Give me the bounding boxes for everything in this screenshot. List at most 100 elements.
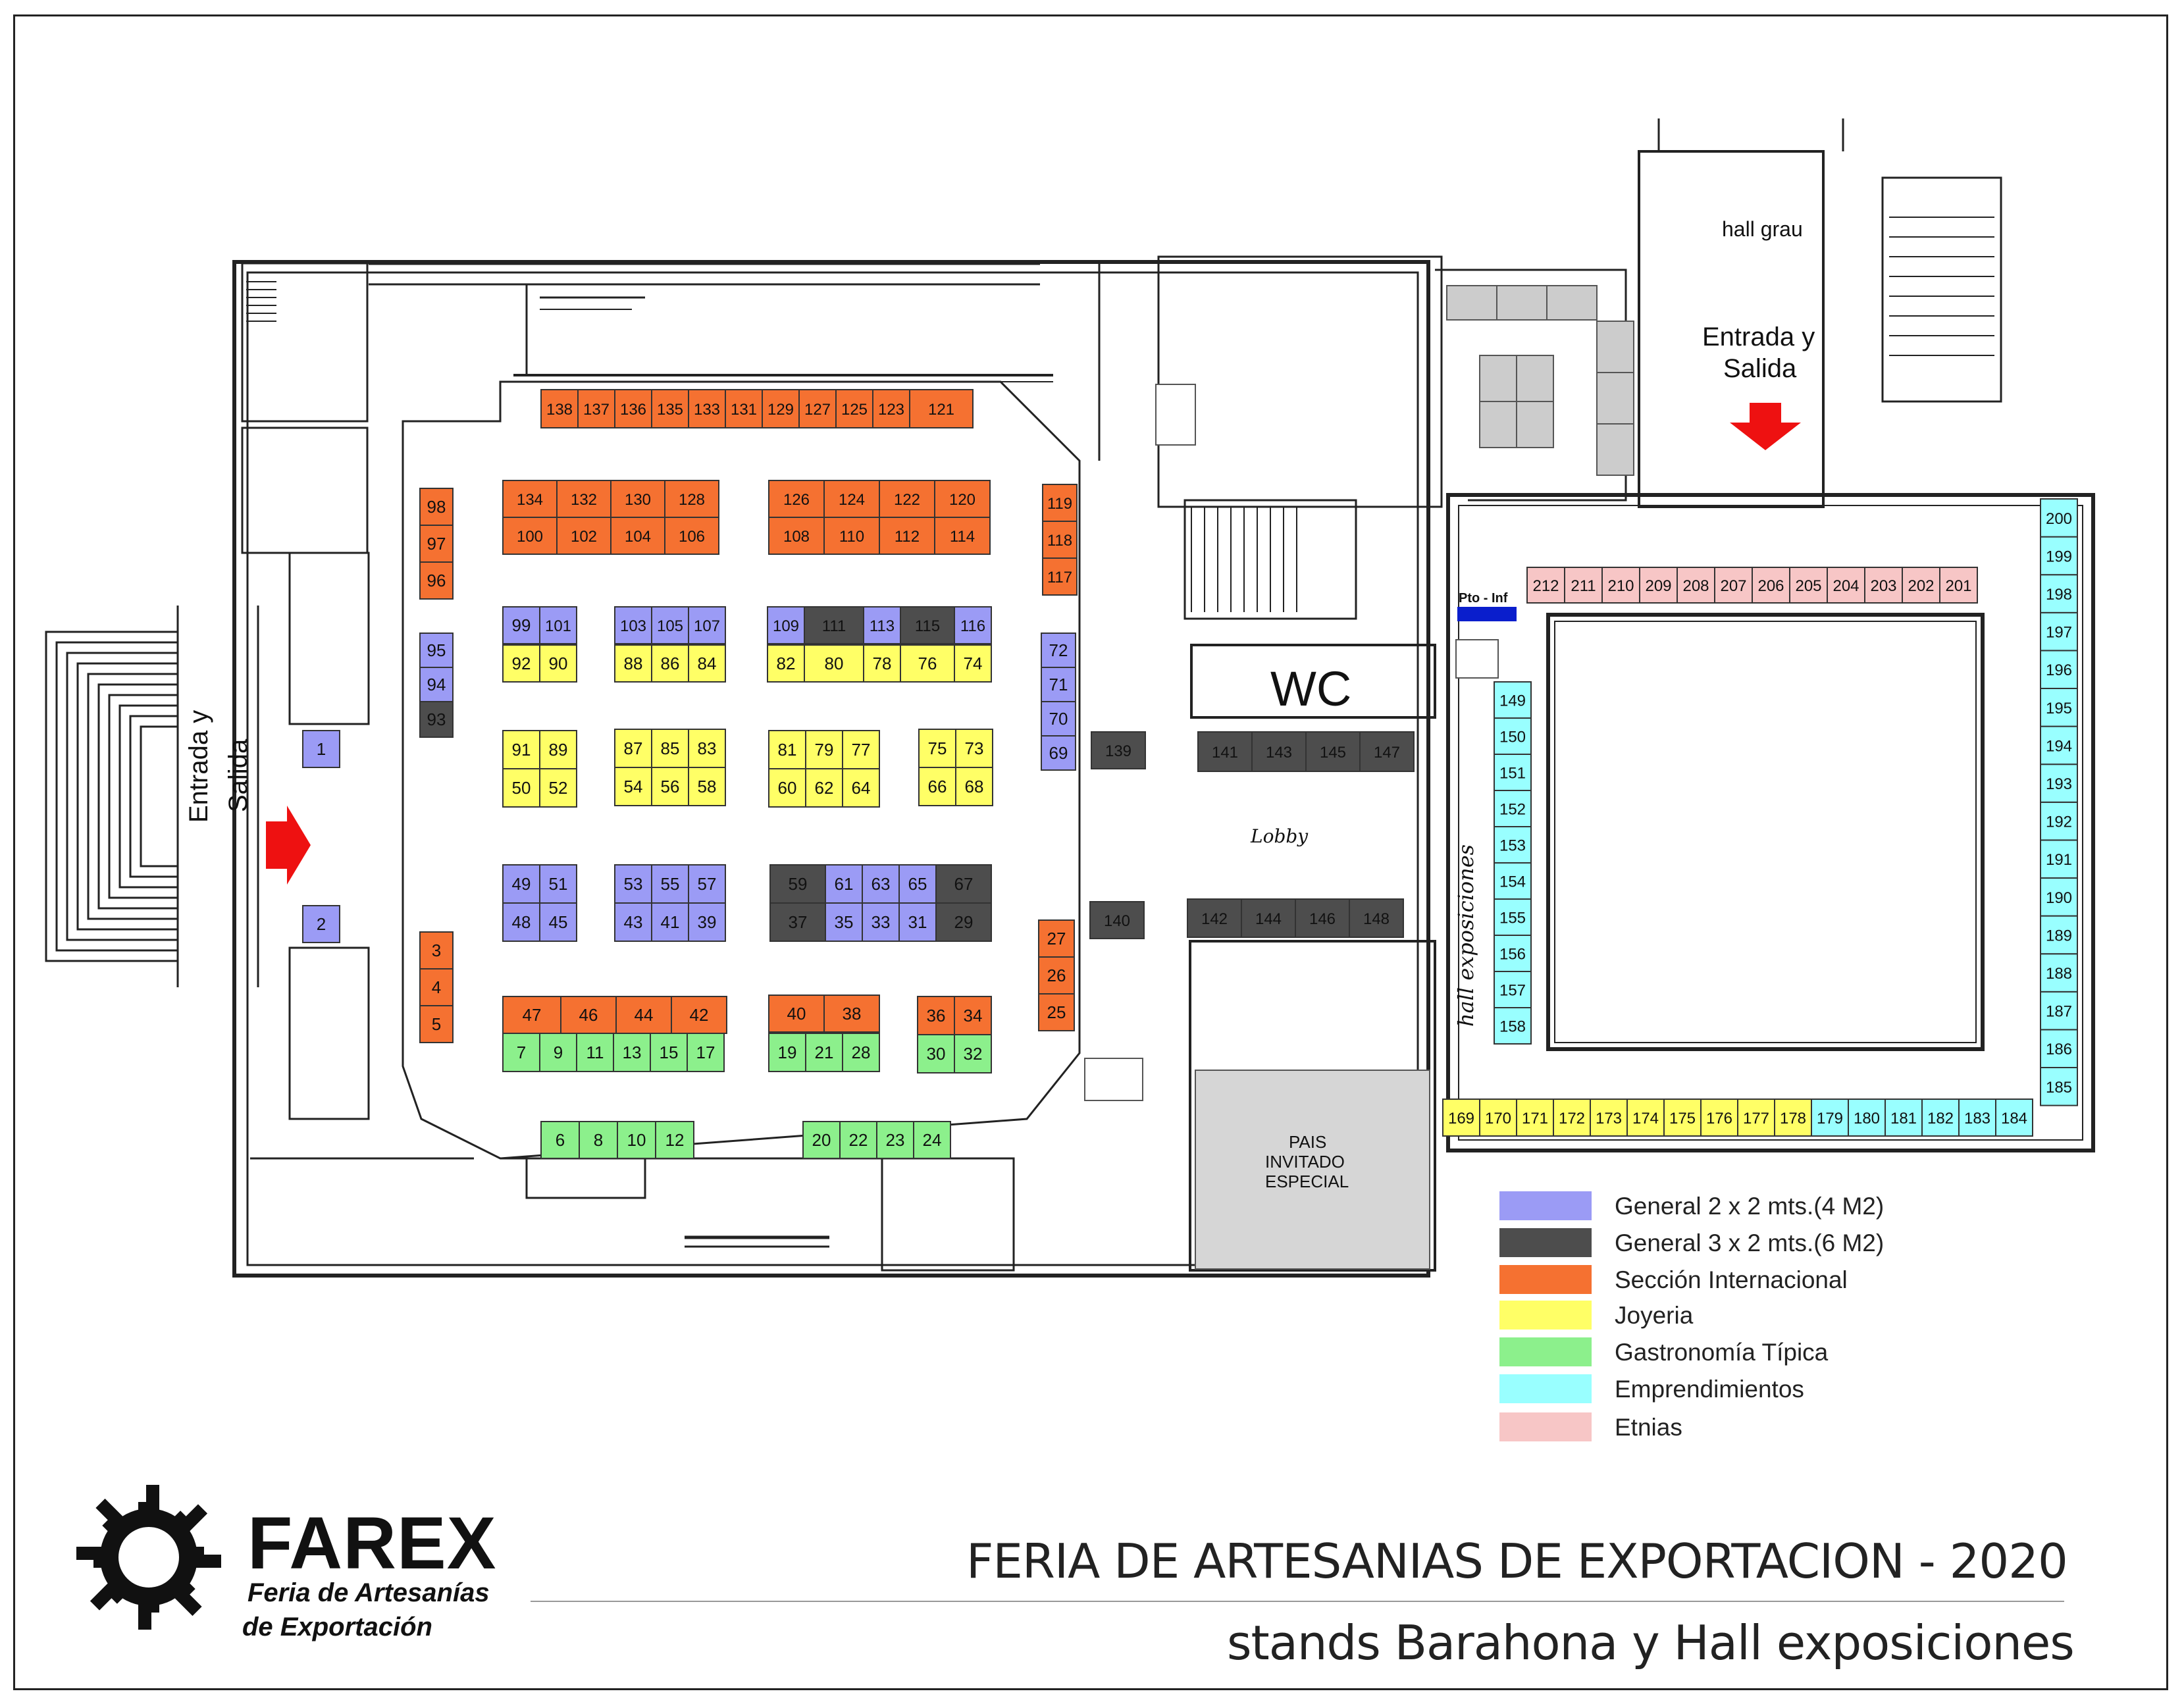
stand-box xyxy=(1921,1099,1960,1137)
stand-30: 30 xyxy=(917,1034,955,1073)
stand-box xyxy=(1494,790,1532,827)
stand-number: 101 xyxy=(545,617,571,635)
stand-box xyxy=(614,389,652,428)
stand-box xyxy=(614,767,652,806)
stand-box xyxy=(671,996,727,1034)
top-entrance-label-line1: Entrada y xyxy=(1702,323,1815,351)
stand-65: 65 xyxy=(898,864,937,904)
left-entrance-label-line1: Entrada y xyxy=(184,710,213,823)
page-frame xyxy=(13,14,2168,1690)
stand-box xyxy=(913,1121,951,1159)
stand-154: 154 xyxy=(1494,862,1532,900)
logo-spoke xyxy=(192,1547,221,1568)
logo-spoke xyxy=(76,1547,105,1568)
stand-190: 190 xyxy=(2040,877,2078,917)
stand-130: 130 xyxy=(610,480,665,518)
stand-number: 150 xyxy=(1499,729,1526,746)
stand-205: 205 xyxy=(1789,567,1828,604)
stand-number: 210 xyxy=(1607,577,1634,595)
stand-22: 22 xyxy=(839,1121,877,1159)
pais-invitado-line1: PAIS xyxy=(1289,1132,1327,1152)
stand-134: 134 xyxy=(502,480,558,518)
stand-number: 156 xyxy=(1499,946,1526,964)
legend-swatch xyxy=(1499,1412,1592,1441)
stand-number: 158 xyxy=(1499,1018,1526,1036)
stand-box xyxy=(2040,574,2078,613)
stand-box xyxy=(863,644,901,683)
stand-63: 63 xyxy=(862,864,900,904)
stand-box xyxy=(1590,1099,1628,1137)
stand-box xyxy=(917,1034,955,1073)
stand-number: 145 xyxy=(1320,744,1346,762)
stand-number: 5 xyxy=(432,1014,441,1034)
stand-158: 158 xyxy=(1494,1007,1532,1045)
stand-75: 75 xyxy=(918,729,956,768)
stand-box xyxy=(302,730,340,768)
stand-number: 23 xyxy=(886,1130,905,1150)
stand-box xyxy=(651,767,689,806)
stand-number: 80 xyxy=(825,654,844,673)
stand-box xyxy=(954,644,992,683)
stand-37: 37 xyxy=(769,902,826,942)
legend-swatch xyxy=(1499,1191,1592,1220)
stand-138: 138 xyxy=(540,389,579,428)
stand-number: 129 xyxy=(767,401,794,419)
stand-box xyxy=(688,864,726,904)
stand-box xyxy=(917,996,955,1035)
stand-143: 143 xyxy=(1251,731,1307,772)
stand-number: 212 xyxy=(1532,577,1559,595)
stand-72: 72 xyxy=(1041,633,1076,668)
stand-box xyxy=(768,1033,806,1072)
stand-number: 116 xyxy=(960,617,985,635)
logo-subtitle-line2: de Exportación xyxy=(242,1613,432,1641)
stand-box xyxy=(768,995,825,1033)
stand-box xyxy=(539,864,577,904)
stand-box xyxy=(835,389,873,428)
stand-box xyxy=(1995,1099,2033,1137)
stand-number: 153 xyxy=(1499,837,1526,855)
stand-number: 143 xyxy=(1266,744,1292,762)
stand-106: 106 xyxy=(664,517,719,555)
stand-21: 21 xyxy=(805,1033,843,1072)
stand-number: 185 xyxy=(2046,1079,2072,1097)
stand-box xyxy=(900,644,955,683)
stand-box xyxy=(651,864,689,904)
stand-number: 24 xyxy=(923,1130,942,1150)
stand-box xyxy=(767,606,805,644)
stand-47: 47 xyxy=(502,996,561,1034)
stand-199: 199 xyxy=(2040,536,2078,576)
stand-box xyxy=(1359,731,1415,772)
stand-box xyxy=(556,517,611,555)
stand-box xyxy=(1902,567,1940,604)
stand-number: 113 xyxy=(870,617,895,635)
left-entrance-arrow xyxy=(266,806,311,885)
stand-number: 157 xyxy=(1499,982,1526,1000)
stand-3: 3 xyxy=(419,931,454,969)
stand-147: 147 xyxy=(1359,731,1415,772)
logo-spoke xyxy=(172,1580,202,1616)
stand-box xyxy=(419,667,454,702)
title-rule xyxy=(531,1601,2064,1602)
stand-box xyxy=(614,902,652,942)
stand-number: 79 xyxy=(815,740,834,760)
stand-box xyxy=(1752,567,1790,604)
stand-58: 58 xyxy=(688,767,726,806)
stand-68: 68 xyxy=(955,767,993,806)
logo-word: FAREX xyxy=(247,1502,497,1584)
stand-number: 186 xyxy=(2046,1041,2072,1058)
stand-number: 38 xyxy=(843,1004,862,1023)
stand-number: 22 xyxy=(849,1130,868,1150)
stand-box xyxy=(934,480,991,518)
stand-box xyxy=(688,606,726,644)
stand-number: 112 xyxy=(895,528,920,546)
stand-133: 133 xyxy=(688,389,726,428)
stand-box xyxy=(842,1033,880,1072)
wc-label: WC xyxy=(1270,661,1352,716)
stand-174: 174 xyxy=(1626,1099,1665,1137)
stand-number: 182 xyxy=(1927,1110,1954,1127)
stand-number: 196 xyxy=(2046,661,2072,679)
stand-box xyxy=(823,517,880,555)
stand-box xyxy=(1864,567,1903,604)
stand-box xyxy=(1042,484,1078,522)
